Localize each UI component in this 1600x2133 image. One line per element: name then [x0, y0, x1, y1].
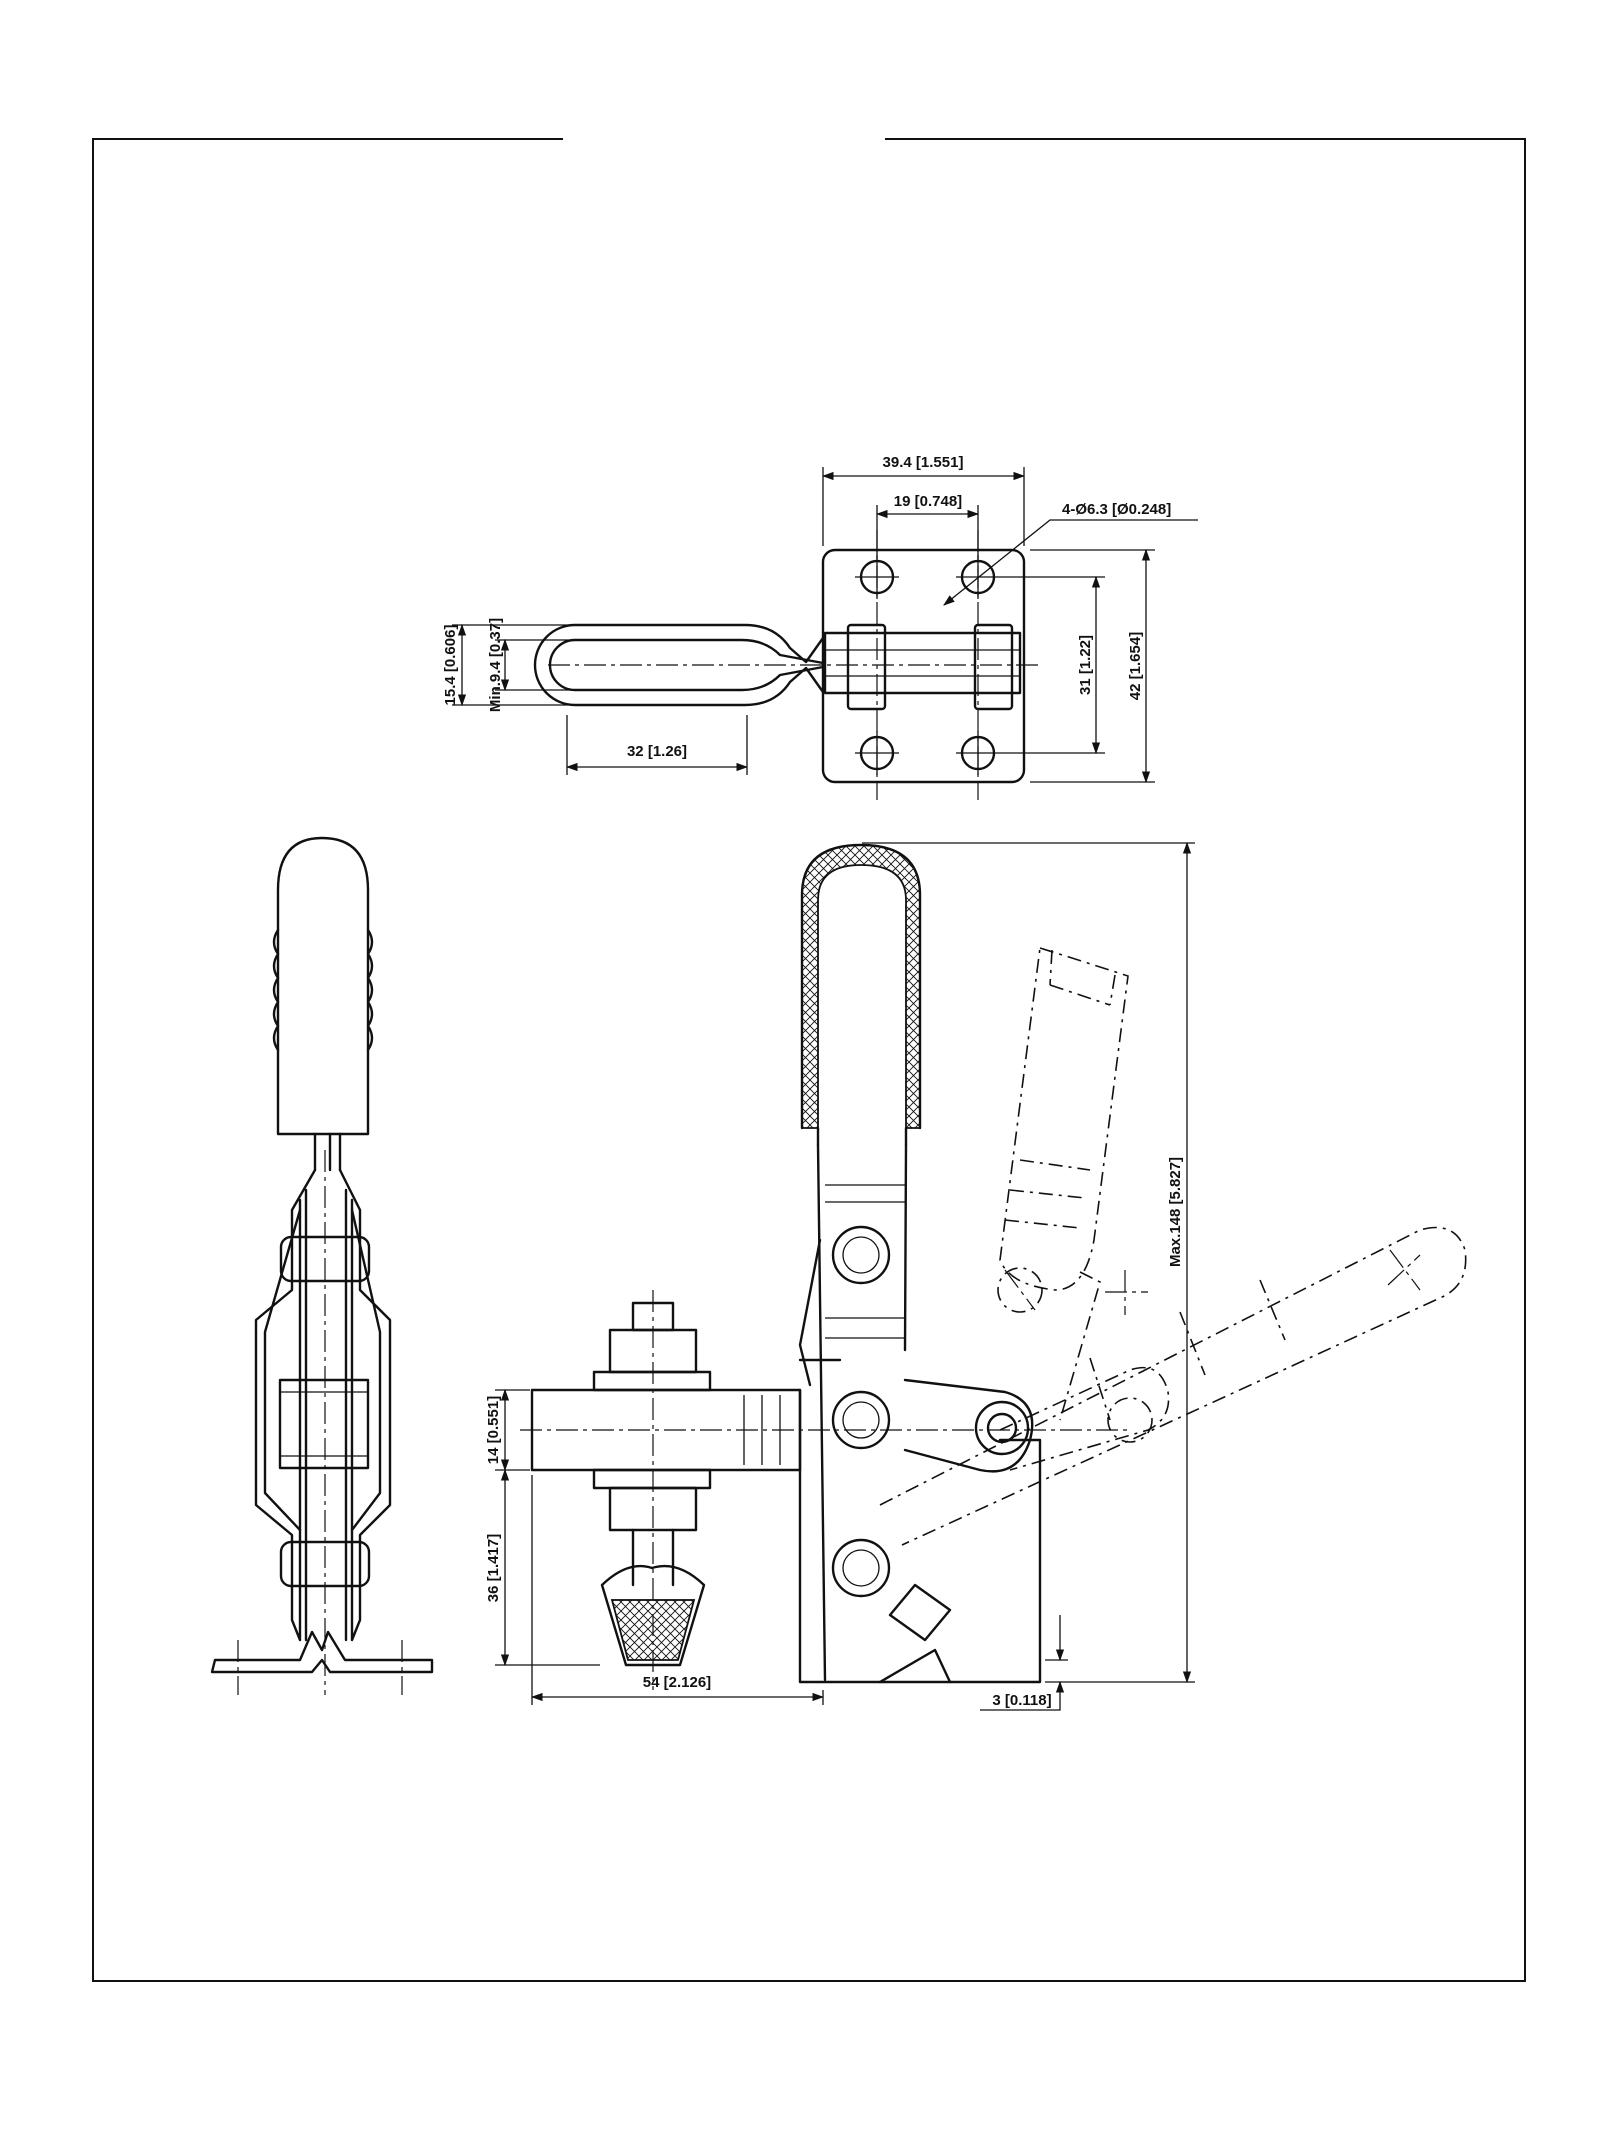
dim-side-spindle-drop: 36 [1.417] — [485, 1534, 502, 1602]
dim-top-overall-width: 39.4 [1.551] — [883, 454, 964, 471]
dim-side-max-height: Max.148 [5.827] — [1167, 1157, 1184, 1267]
side-main-pivot — [831, 1390, 891, 1450]
front-base-foot — [210, 1630, 434, 1674]
dim-side-arm-reach: 54 [2.126] — [643, 1674, 711, 1691]
dim-side-arm-thickness: 14 [0.551] — [485, 1396, 502, 1464]
side-view: 14 [0.551] 36 [1.417] 54 [2.126] Max.148… — [485, 841, 1467, 1711]
dim-side-base-thickness: 3 [0.118] — [992, 1692, 1051, 1709]
top-pivot-right — [973, 623, 1014, 711]
dim-top-hole-pitch-y: 31 [1.22] — [1077, 635, 1094, 695]
top-pivot-left — [846, 623, 887, 711]
front-linkage — [254, 1168, 392, 1642]
side-upper-pivot — [831, 1225, 891, 1285]
dim-top-hole-spec: 4-Ø6.3 [Ø0.248] — [1062, 501, 1171, 518]
dim-top-base-height: 42 [1.654] — [1127, 632, 1144, 700]
side-spindle-tip — [600, 1564, 706, 1667]
dim-top-handle-reach: 32 [1.26] — [627, 743, 687, 760]
front-grip-icon — [276, 836, 370, 1136]
dim-top-handle-min: Min.9.4 [0.37] — [487, 618, 504, 712]
top-dimensions: 39.4 [1.551] 19 [0.748] 4-Ø6.3 [Ø0.248] … — [442, 454, 1198, 784]
side-body — [798, 1388, 1042, 1684]
side-link-pivot — [974, 1400, 1030, 1456]
top-handle-loop — [533, 623, 825, 707]
dim-top-hole-pitch-x: 19 [0.748] — [894, 493, 962, 510]
side-lower-pivot — [831, 1538, 891, 1598]
side-lower-washer — [592, 1468, 712, 1490]
top-view: 39.4 [1.551] 19 [0.748] 4-Ø6.3 [Ø0.248] … — [442, 454, 1198, 800]
drawing-frame — [92, 138, 1526, 1982]
side-open-position — [879, 946, 1467, 1546]
side-link — [903, 1378, 1034, 1473]
side-dimensions: 14 [0.551] 36 [1.417] 54 [2.126] Max.148… — [485, 841, 1195, 1711]
side-upper-washer — [592, 1370, 712, 1392]
top-clamp-body — [823, 631, 1022, 695]
front-center-block — [278, 1378, 370, 1470]
dim-top-handle-width: 15.4 [0.606] — [442, 625, 459, 706]
front-view — [210, 836, 434, 1695]
